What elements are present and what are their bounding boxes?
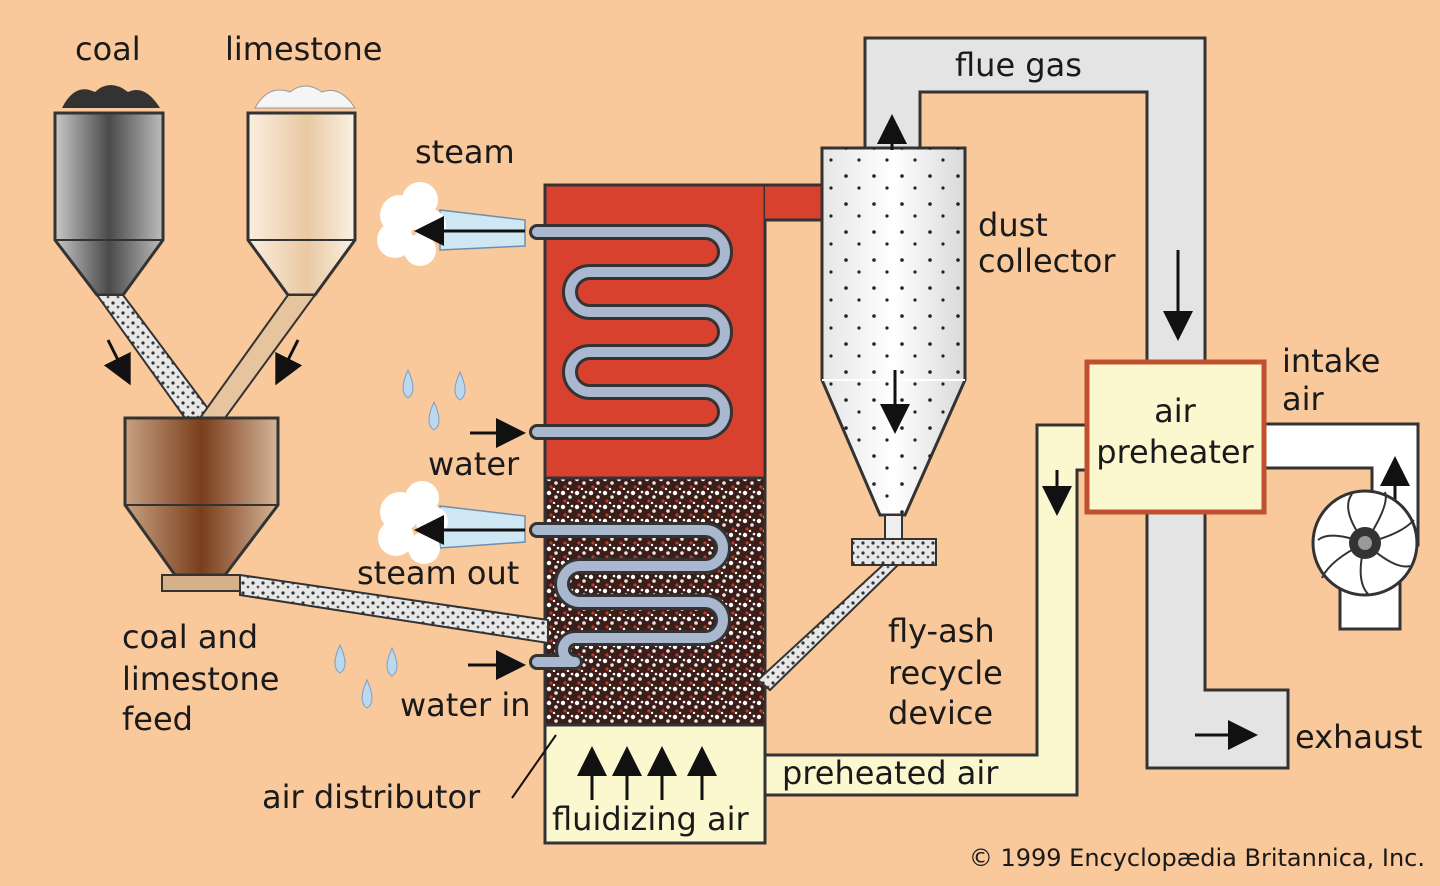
fly-ash-label-line2: recycle: [888, 654, 1003, 692]
feed-hopper: [123, 416, 280, 592]
air-preheater-box: [1084, 359, 1267, 515]
preheated-air-label: preheated air: [782, 754, 999, 792]
air-plenum: [543, 723, 767, 845]
dust-collector-label-line2: collector: [978, 242, 1116, 280]
feed-label-line2: limestone: [122, 660, 279, 698]
air-preheater-label-line2: preheater: [1096, 433, 1254, 471]
air-distributor-label: air distributor: [262, 778, 481, 816]
coal-label: coal: [75, 30, 141, 68]
fly-ash-label-line1: fly-ash: [888, 612, 995, 650]
air-distributor-leader: [511, 734, 557, 799]
intake-fan: [1311, 489, 1419, 631]
water-in-label: water in: [400, 686, 531, 724]
coal-silo: [53, 85, 165, 297]
dust-collector-label-line1: dust: [978, 206, 1048, 244]
upper-steam-coil: [529, 224, 733, 440]
feed-label-line3: feed: [122, 700, 193, 738]
copyright-notice: © 1999 Encyclopædia Britannica, Inc.: [969, 844, 1425, 872]
exhaust-label: exhaust: [1295, 718, 1422, 756]
intake-air-label-line2: air: [1282, 380, 1325, 418]
flue-gas-label: flue gas: [955, 46, 1082, 84]
fly-ash-return-pipe: [756, 564, 901, 692]
steam-label: steam: [415, 133, 515, 171]
preheated-air-duct: [543, 423, 1092, 845]
fly-ash-label-line3: device: [888, 694, 993, 732]
feed-label-line1: coal and: [122, 618, 258, 656]
coal-flow-arrow: [103, 339, 131, 386]
fluidizing-air-arrows: [577, 746, 717, 800]
steam-out-label: steam out: [357, 554, 519, 592]
water-drops-lower: [334, 643, 398, 709]
fly-ash-recycle-device: [851, 538, 937, 566]
limestone-chute: [198, 294, 317, 419]
water-drops-upper: [402, 368, 466, 431]
fluidizing-air-label: fluidizing air: [552, 800, 749, 838]
intake-air-label-line1: intake: [1282, 342, 1380, 380]
limestone-silo: [246, 85, 357, 297]
air-preheater-label-line1: air: [1154, 392, 1197, 430]
limestone-flow-arrow: [275, 339, 303, 386]
steam-jet-lower: [378, 481, 526, 564]
steam-jet-upper: [377, 182, 526, 266]
limestone-label: limestone: [225, 30, 382, 68]
dust-collector: [756, 146, 967, 692]
feed-conveyor: [239, 573, 549, 645]
water-label: water: [428, 445, 520, 483]
lower-steam-coil: [529, 522, 731, 670]
